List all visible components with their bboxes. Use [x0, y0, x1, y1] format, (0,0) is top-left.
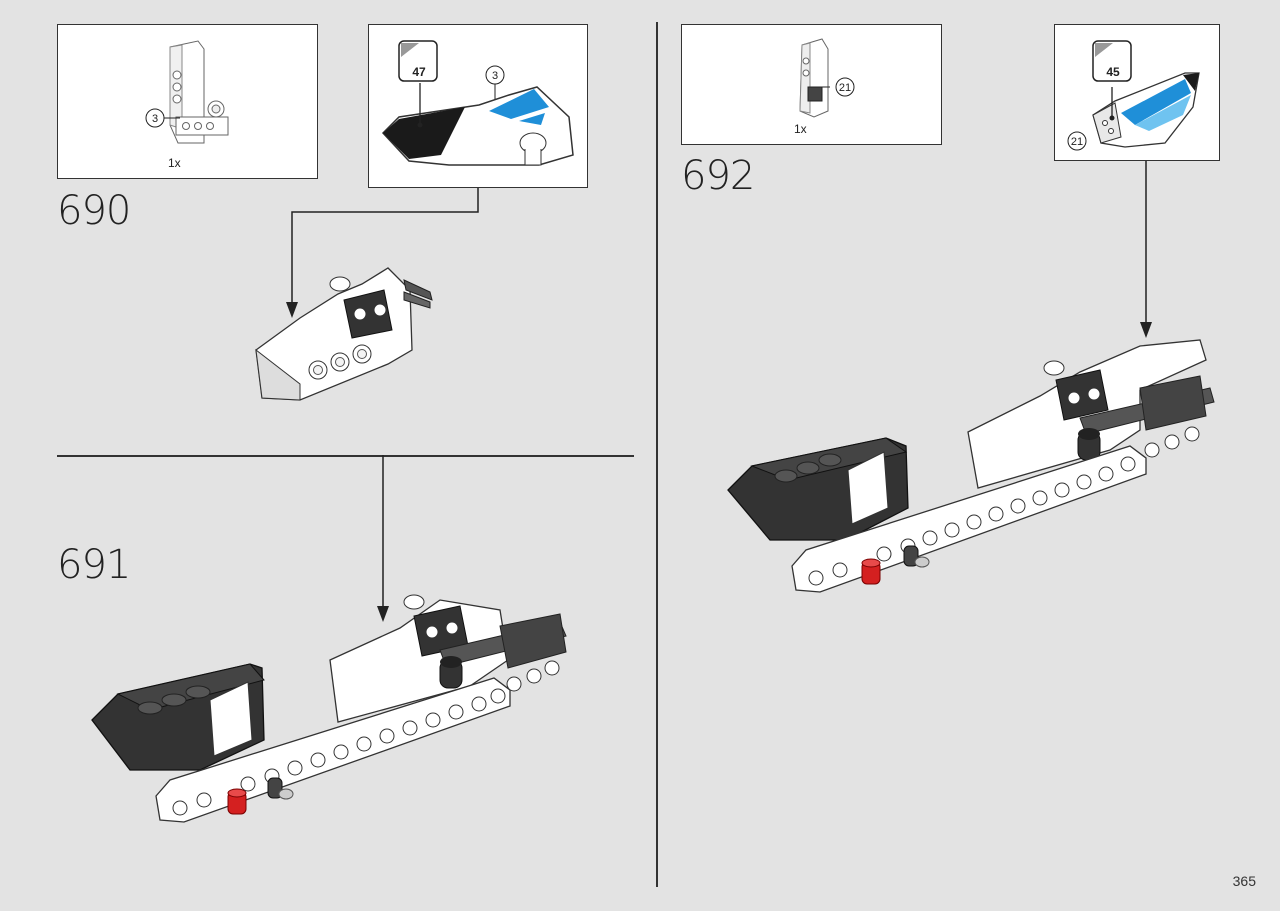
- sticker-callout-number: 3: [492, 70, 498, 82]
- sticker-tile: 45: [1092, 40, 1132, 82]
- part-callout-number: 21: [839, 82, 851, 94]
- step-692-parts-box: 21 1x: [681, 24, 942, 145]
- part-liftarm-illustration: [164, 40, 229, 144]
- horizontal-divider: [57, 455, 634, 457]
- beam-holes: [808, 456, 1136, 586]
- step-692-sticker-box: 45 21: [1054, 24, 1220, 161]
- page-number: 365: [1232, 873, 1256, 889]
- sticker-tile-number: 45: [1106, 65, 1120, 79]
- step-690-parts-box: 3 1x: [57, 24, 318, 179]
- sticker-callout-number: 21: [1071, 136, 1083, 148]
- red-pin: [227, 788, 247, 815]
- part-callout-number: 3: [152, 113, 158, 125]
- sticker-tile: 47: [398, 40, 438, 82]
- sticker-tile-number: 47: [412, 65, 426, 79]
- gray-pin: [267, 777, 294, 800]
- part-liftarm-illustration: [799, 38, 830, 118]
- sticker-callout: 3: [485, 65, 505, 85]
- red-pin: [861, 558, 881, 585]
- beam-holes: [172, 688, 506, 816]
- gray-pin: [903, 545, 930, 568]
- part-quantity: 1x: [794, 122, 807, 136]
- part-callout: 21: [835, 77, 855, 97]
- part-quantity: 1x: [168, 156, 181, 170]
- step-692-number: 692: [681, 153, 755, 199]
- step-690-sticker-box: 47 3: [368, 24, 588, 188]
- sticker-illustration: [1092, 72, 1200, 148]
- sticker-callout: 21: [1067, 131, 1087, 151]
- step-691-number: 691: [57, 542, 131, 588]
- sticker-illustration: [381, 83, 574, 166]
- part-callout: 3: [145, 108, 165, 128]
- vertical-divider: [656, 22, 658, 887]
- step-690-number: 690: [57, 188, 131, 234]
